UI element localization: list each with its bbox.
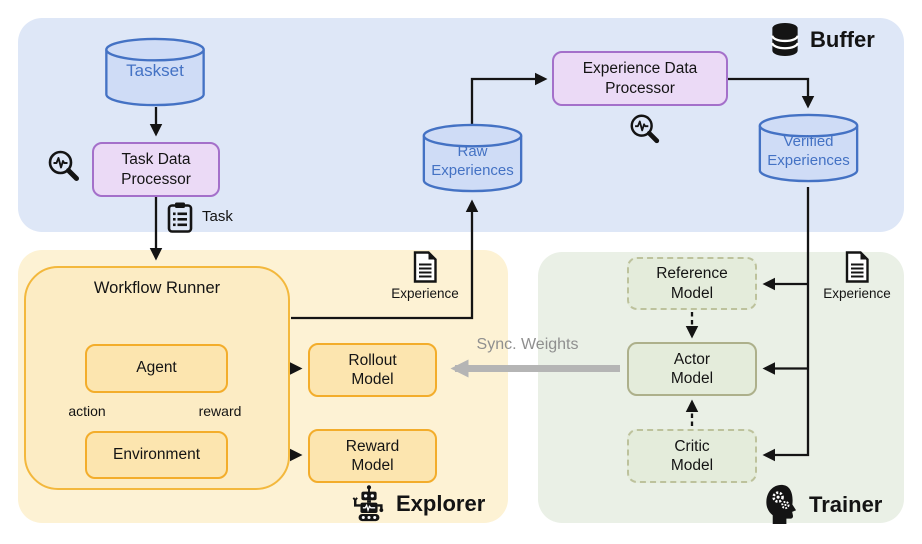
rollout-model-label: Rollout Model xyxy=(348,351,397,388)
sync-weights-label: Sync. Weights xyxy=(476,336,579,353)
database-icon xyxy=(771,22,799,57)
taskset-cylinder: Taskset xyxy=(103,36,207,108)
experience-document-icon xyxy=(413,251,437,283)
reference-model-box: Reference Model xyxy=(627,257,757,310)
verified-experiences-cylinder: Verified Experiences xyxy=(756,112,861,184)
trainer-title: Trainer xyxy=(764,484,882,525)
taskset-label: Taskset xyxy=(126,61,184,80)
environment-box: Environment xyxy=(85,431,228,479)
reward-model-label: Reward Model xyxy=(345,437,400,474)
explorer-title-label: Explorer xyxy=(396,491,486,516)
actor-model-box: Actor Model xyxy=(627,342,757,396)
critic-model-label: Critic Model xyxy=(670,437,714,474)
reward-label: reward xyxy=(198,403,242,419)
explorer-title: Explorer xyxy=(350,485,485,523)
explorer-experience-label: Experience xyxy=(391,286,459,301)
raw-experiences-cylinder: Raw Experiences xyxy=(420,122,525,194)
reference-model-label: Reference Model xyxy=(656,265,728,302)
experience-data-processor-label: Experience Data Processor xyxy=(582,60,698,97)
workflow-runner-label: Workflow Runner xyxy=(93,279,221,297)
rollout-model-box: Rollout Model xyxy=(308,343,437,397)
reward-model-box: Reward Model xyxy=(308,429,437,483)
experience-data-processor-box: Experience Data Processor xyxy=(552,51,728,106)
experience-document-icon xyxy=(845,251,869,283)
task-data-processor-label: Task Data Processor xyxy=(121,151,191,188)
trainer-title-label: Trainer xyxy=(809,491,883,517)
agent-label: Agent xyxy=(136,359,177,377)
buffer-title-label: Buffer xyxy=(810,26,875,52)
critic-model-box: Critic Model xyxy=(627,429,757,483)
action-label: action xyxy=(68,403,106,419)
agent-box: Agent xyxy=(85,344,228,393)
verified-experiences-label: Verified Experiences xyxy=(767,133,850,169)
task-clipboard-icon xyxy=(167,202,193,233)
robot-icon xyxy=(352,485,384,522)
task-data-processor-box: Task Data Processor xyxy=(92,142,220,197)
inspect-magnifier-icon xyxy=(48,150,79,181)
cylinder-shape xyxy=(105,37,205,107)
head-gears-icon xyxy=(766,484,797,525)
cylinder-shape xyxy=(758,113,859,183)
raw-experiences-label: Raw Experiences xyxy=(431,143,514,179)
inspect-magnifier-icon xyxy=(630,114,660,144)
task-flow-label: Task xyxy=(202,208,233,225)
actor-model-label: Actor Model xyxy=(670,350,714,387)
environment-label: Environment xyxy=(112,445,200,463)
cylinder-shape xyxy=(422,123,523,193)
trainer-experience-label: Experience xyxy=(823,286,891,301)
buffer-title: Buffer xyxy=(770,22,875,57)
